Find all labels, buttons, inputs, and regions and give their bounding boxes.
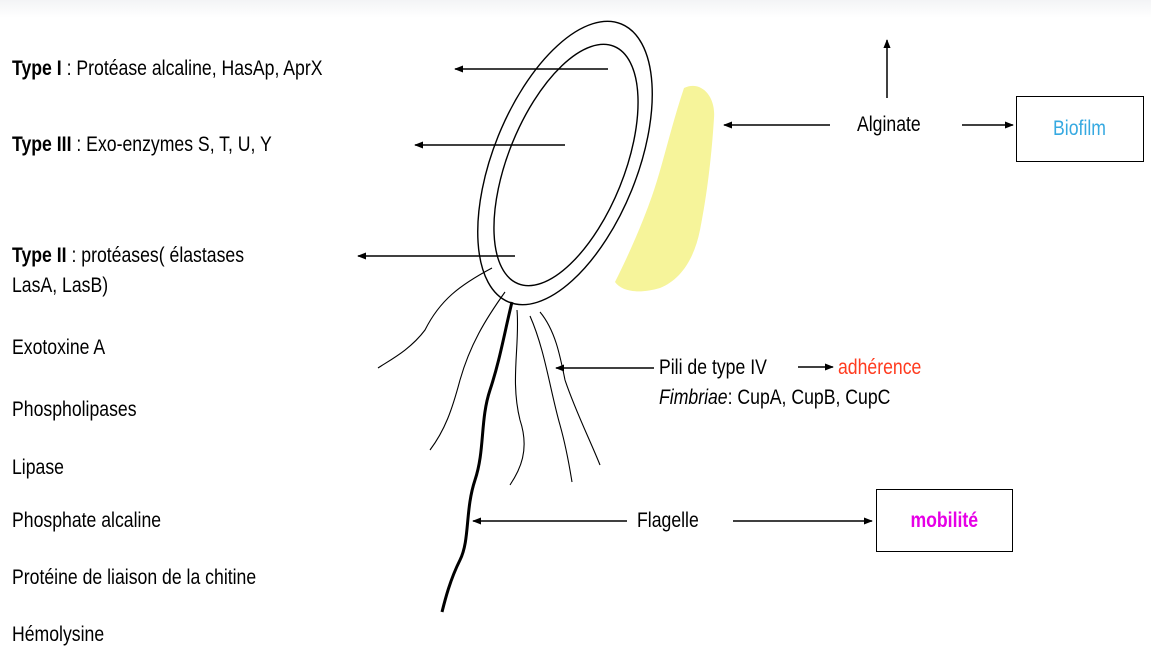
label-type3: Type III : Exo-enzymes S, T, U, Y (12, 132, 272, 158)
label-phosphate: Phosphate alcaline (12, 508, 161, 534)
label-type2-cont: LasA, LasB) (12, 273, 108, 299)
biofilm-box: Biofilm (1016, 96, 1144, 162)
mobilite-box: mobilité (876, 489, 1013, 552)
flagellum-icon (442, 302, 512, 612)
label-type2: Type II : protéases( élastases (12, 243, 244, 269)
label-adherence: adhérence (838, 355, 921, 381)
label-biofilm: Biofilm (1054, 117, 1107, 141)
label-phospholipases: Phospholipases (12, 397, 137, 423)
label-fimbriae: Fimbriae: CupA, CupB, CupC (659, 385, 890, 411)
label-chitine: Protéine de liaison de la chitine (12, 565, 256, 591)
label-hemolysine: Hémolysine (12, 622, 104, 648)
label-flagelle: Flagelle (637, 508, 699, 534)
label-lipase: Lipase (12, 455, 64, 481)
label-alginate: Alginate (857, 112, 921, 138)
label-type1: Type I : Protéase alcaline, HasAp, AprX (12, 56, 322, 82)
label-exotoxine: Exotoxine A (12, 335, 105, 361)
label-mobilite: mobilité (911, 509, 979, 533)
alginate-blob-icon (615, 86, 714, 292)
pili-icon (378, 268, 600, 485)
label-pili: Pili de type IV (659, 355, 767, 381)
